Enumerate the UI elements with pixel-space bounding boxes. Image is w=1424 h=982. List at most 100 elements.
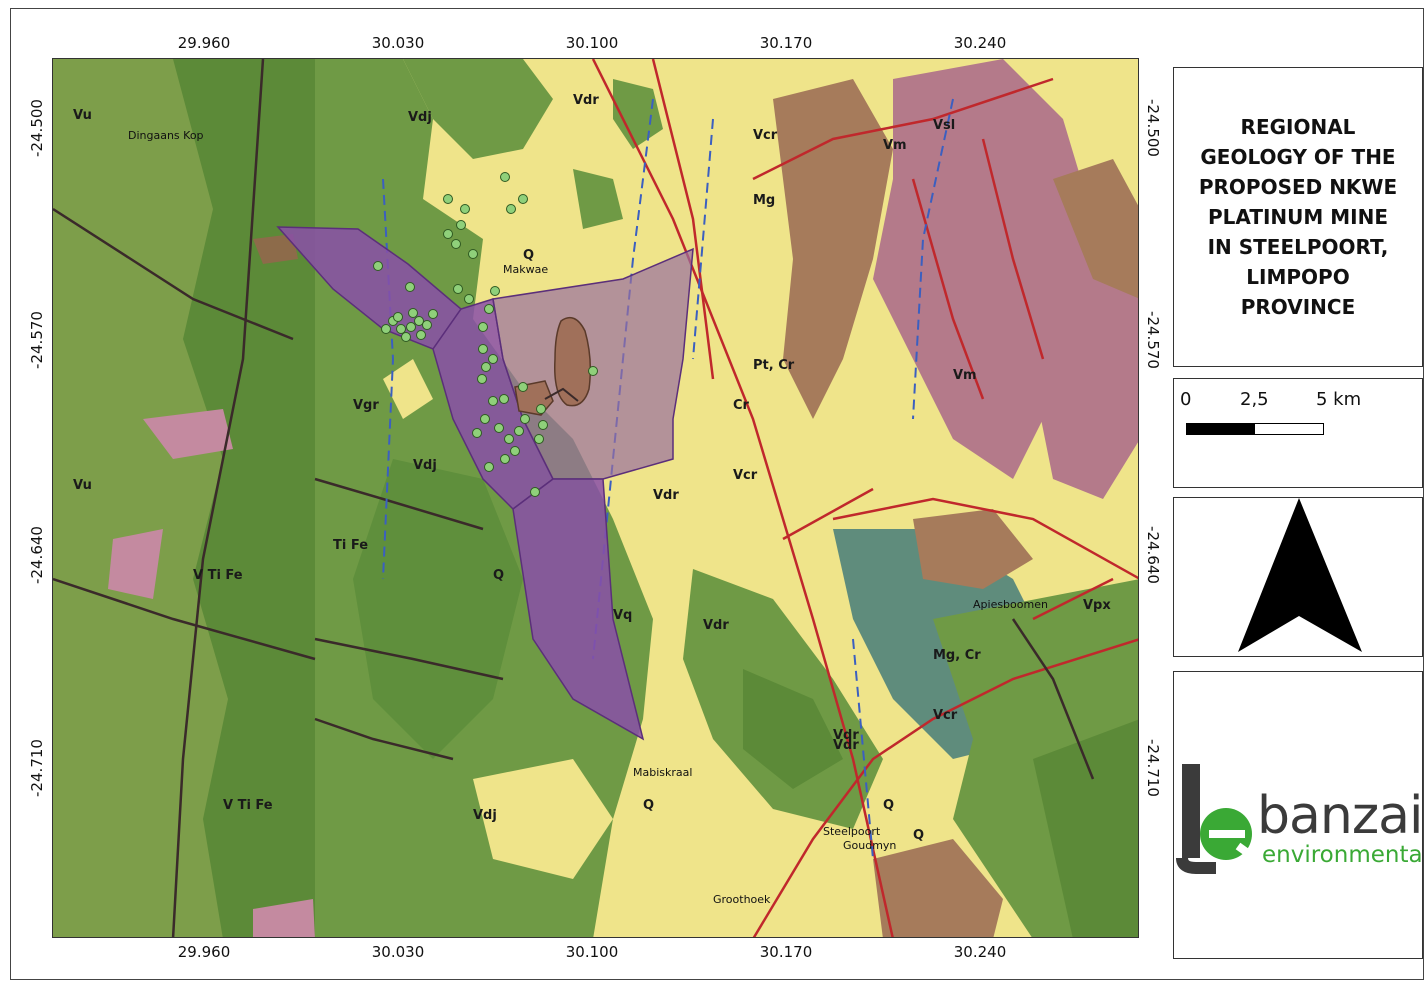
borehole-marker[interactable]: [408, 308, 418, 318]
title-line: REGIONAL: [1240, 115, 1356, 139]
geology-unit-label: Q: [523, 248, 534, 263]
y-tick-label-right: -24.640: [1144, 526, 1162, 584]
borehole-marker[interactable]: [484, 304, 494, 314]
borehole-marker[interactable]: [504, 434, 514, 444]
borehole-marker[interactable]: [484, 462, 494, 472]
pink-intrusive-sw: [108, 529, 163, 599]
x-tick-label-top: 30.240: [953, 34, 1007, 52]
borehole-marker[interactable]: [506, 204, 516, 214]
geology-unit-label: Mg: [753, 193, 775, 208]
borehole-marker[interactable]: [500, 454, 510, 464]
map-title-panel: REGIONAL GEOLOGY OF THE PROPOSED NKWE PL…: [1173, 67, 1423, 367]
title-line: PLATINUM MINE: [1208, 205, 1388, 229]
borehole-marker[interactable]: [393, 312, 403, 322]
scale-segment-black: [1187, 424, 1255, 434]
alluvium-patch: [473, 759, 613, 879]
geology-unit-label: Vcr: [733, 468, 758, 483]
borehole-marker[interactable]: [514, 426, 524, 436]
borehole-marker[interactable]: [464, 294, 474, 304]
geology-unit-label: Vdj: [413, 458, 437, 473]
scale-label-zero: 0: [1180, 389, 1192, 410]
y-tick-label-right: -24.570: [1144, 311, 1162, 369]
borehole-marker[interactable]: [588, 366, 598, 376]
scale-label-end: 5 km: [1316, 389, 1362, 410]
y-tick-label-left: -24.500: [28, 99, 46, 157]
geology-unit-label: Ti Fe: [333, 538, 368, 553]
borehole-marker[interactable]: [518, 382, 528, 392]
pink-intrusive-e: [1013, 239, 1138, 499]
borehole-marker[interactable]: [478, 344, 488, 354]
north-arrow-panel: [1173, 497, 1423, 657]
map-canvas: VdjVdrQVgrVcrVmVslVuVqVpxVdjVdrQVcrVdrQV…: [53, 59, 1138, 937]
granite-patch-west: [253, 234, 298, 264]
title-line: GEOLOGY OF THE: [1200, 145, 1396, 169]
borehole-marker[interactable]: [490, 286, 500, 296]
borehole-marker[interactable]: [472, 428, 482, 438]
borehole-marker[interactable]: [477, 374, 487, 384]
borehole-marker[interactable]: [478, 322, 488, 332]
scale-bar: [1186, 423, 1324, 435]
borehole-marker[interactable]: [428, 309, 438, 319]
pink-intrusive-w: [143, 409, 233, 459]
x-tick-label-top: 30.170: [759, 34, 813, 52]
north-arrow-icon: [1238, 498, 1362, 652]
borehole-marker[interactable]: [456, 220, 466, 230]
geology-unit-label: Vgr: [353, 398, 379, 413]
borehole-marker[interactable]: [414, 316, 424, 326]
borehole-marker[interactable]: [488, 354, 498, 364]
x-tick-label-top: 30.030: [371, 34, 425, 52]
geology-unit-label: Vdj: [473, 808, 497, 823]
dyke-lines: [53, 59, 1095, 937]
title-line: IN STEELPOORT,: [1207, 235, 1389, 259]
borehole-marker[interactable]: [406, 322, 416, 332]
borehole-marker[interactable]: [451, 239, 461, 249]
place-name-label: Apiesboomen: [973, 598, 1048, 611]
banzai-logo-mark-icon: [1176, 764, 1255, 874]
borehole-marker[interactable]: [405, 282, 415, 292]
borehole-marker[interactable]: [494, 423, 504, 433]
borehole-marker[interactable]: [401, 332, 411, 342]
gabbro-patch-n2: [573, 169, 623, 229]
granite-unit-ne: [773, 79, 893, 419]
place-name-label: Mabiskraal: [633, 766, 692, 779]
geology-unit-label: Vcr: [933, 708, 958, 723]
gabbro-unit-se: [1033, 719, 1138, 937]
scale-label-mid: 2,5: [1240, 389, 1269, 410]
borehole-marker[interactable]: [500, 172, 510, 182]
gabbro-patch-n: [613, 79, 663, 149]
borehole-marker[interactable]: [481, 362, 491, 372]
geology-unit-label: V Ti Fe: [223, 798, 273, 813]
borehole-marker[interactable]: [520, 414, 530, 424]
title-line: LIMPOPO: [1246, 265, 1350, 289]
borehole-marker[interactable]: [518, 194, 528, 204]
borehole-marker[interactable]: [488, 396, 498, 406]
borehole-marker[interactable]: [536, 404, 546, 414]
borehole-marker[interactable]: [443, 194, 453, 204]
borehole-marker[interactable]: [468, 249, 478, 259]
fault-lines: [591, 59, 1138, 937]
borehole-marker[interactable]: [530, 487, 540, 497]
borehole-marker[interactable]: [499, 394, 509, 404]
borehole-marker[interactable]: [480, 414, 490, 424]
borehole-marker[interactable]: [422, 320, 432, 330]
place-name-label: Groothoek: [713, 893, 771, 906]
borehole-marker[interactable]: [373, 261, 383, 271]
x-tick-label-bottom: 30.030: [371, 943, 425, 961]
borehole-marker[interactable]: [396, 324, 406, 334]
borehole-marker[interactable]: [381, 324, 391, 334]
borehole-marker[interactable]: [443, 229, 453, 239]
granite-unit-e: [1053, 159, 1138, 299]
x-tick-label-bottom: 30.240: [953, 943, 1007, 961]
y-tick-label-left: -24.710: [28, 739, 46, 797]
geology-unit-label: Vdr: [833, 728, 859, 743]
borehole-marker[interactable]: [538, 420, 548, 430]
borehole-marker[interactable]: [510, 446, 520, 456]
borehole-marker[interactable]: [416, 330, 426, 340]
gabbro-unit-ridge-2: [743, 669, 843, 789]
borehole-marker[interactable]: [453, 284, 463, 294]
borehole-marker[interactable]: [534, 434, 544, 444]
geology-unit-label: Vm: [883, 138, 907, 153]
borehole-marker[interactable]: [460, 204, 470, 214]
logo-panel: banzai environmental: [1173, 671, 1424, 959]
